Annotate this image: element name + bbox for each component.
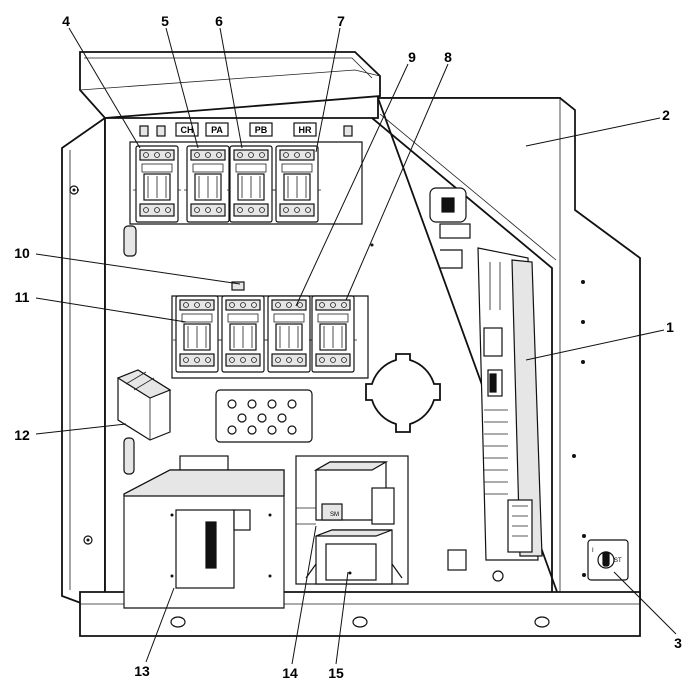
svg-text:CH: CH xyxy=(181,125,194,135)
svg-text:HR: HR xyxy=(299,125,312,135)
callout-7: 7 xyxy=(337,13,345,29)
callout-3: 3 xyxy=(674,635,682,651)
contactor-tag-pb: PB xyxy=(249,122,273,137)
contactor-6 xyxy=(226,145,276,223)
callout-2: 2 xyxy=(662,107,670,123)
callout-15: 15 xyxy=(328,665,344,681)
contactor-10 xyxy=(218,295,268,373)
callout-14: 14 xyxy=(282,665,298,681)
contactor-5 xyxy=(183,145,233,223)
callout-12: 12 xyxy=(14,427,30,443)
svg-text:PA: PA xyxy=(211,125,223,135)
callout-8: 8 xyxy=(444,49,452,65)
callout-labels: 4 5 6 7 9 8 2 10 11 1 12 3 13 14 15 xyxy=(14,13,682,681)
callout-9: 9 xyxy=(408,49,416,65)
callout-6: 6 xyxy=(215,13,223,29)
contactor-11 xyxy=(172,295,222,373)
svg-text:ST: ST xyxy=(614,558,622,564)
cable-knockout xyxy=(365,353,441,433)
contactor-tag-hr: HR xyxy=(293,122,317,137)
callout-5: 5 xyxy=(161,13,169,29)
contactor-tag-pa: PA xyxy=(205,122,229,137)
svg-text:I: I xyxy=(592,548,594,554)
contactor-7 xyxy=(272,145,322,223)
contactor-4 xyxy=(132,145,182,223)
component-3-switch: I ST xyxy=(587,539,629,581)
callout-10: 10 xyxy=(14,245,30,261)
callout-4: 4 xyxy=(62,13,70,29)
component-12 xyxy=(116,369,172,441)
component-1-board xyxy=(429,187,543,582)
callout-13: 13 xyxy=(134,663,150,679)
component-15 xyxy=(305,529,403,585)
callout-1: 1 xyxy=(666,319,674,335)
svg-text:SM: SM xyxy=(330,512,339,518)
contactor-9 xyxy=(264,295,314,373)
leader-lines xyxy=(35,27,677,665)
contactor-8 xyxy=(308,295,358,373)
svg-text:PB: PB xyxy=(255,125,268,135)
callout-11: 11 xyxy=(15,289,30,305)
component-13 xyxy=(123,455,285,609)
terminal-block xyxy=(215,389,313,443)
